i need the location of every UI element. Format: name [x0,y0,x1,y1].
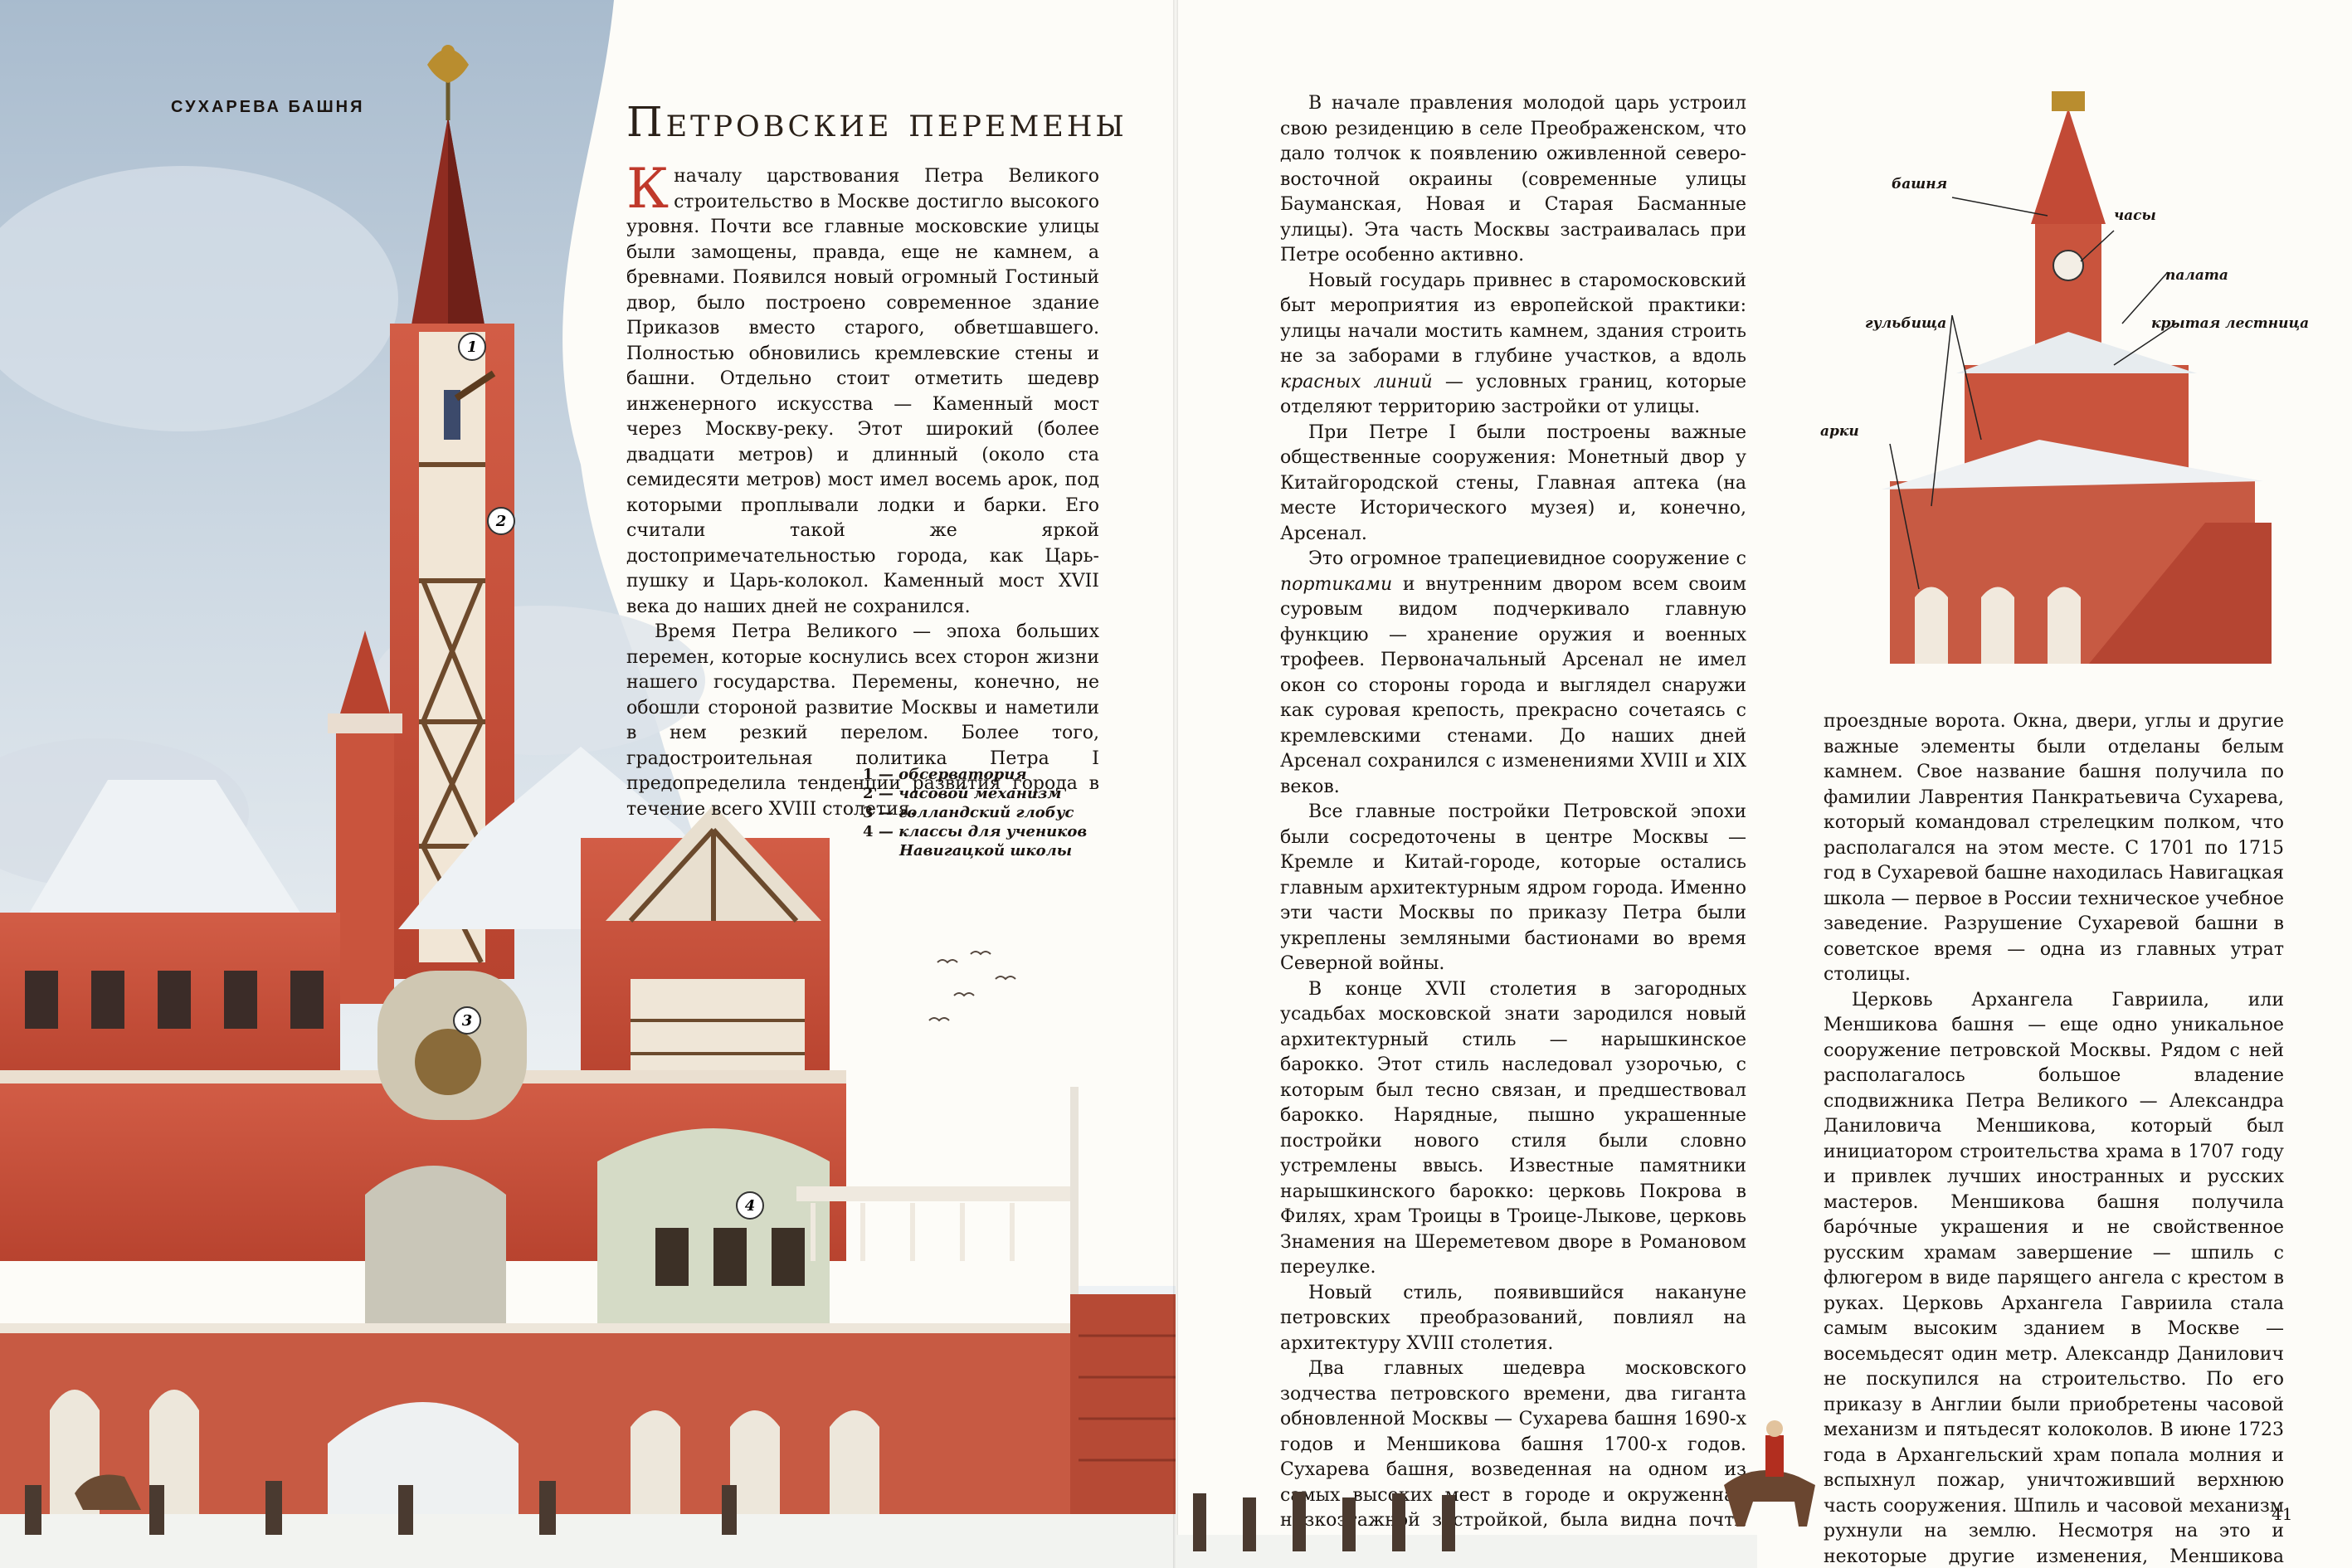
right-page: В начале правления молодой царь устроил … [1176,0,2352,1568]
eagle-icon [2052,91,2085,111]
text-column-b: В начале правления молодой царь устроил … [1280,91,1746,1568]
crowd-right [1176,1492,1757,1568]
callout-chamber: палата [2165,267,2228,284]
sukhareva-tower-illustration: 1 2 3 4 [0,0,1176,1568]
paragraph-text: началу царствования Петра Великого строи… [626,166,1099,617]
birds [928,951,1016,1022]
callout-gallery: гульбища [1865,315,1947,332]
horse-sleigh [75,1474,141,1510]
text-column-a: К началу царствования Петра Великого стр… [626,157,1099,822]
legend-item: 3 — голландский глобус [863,804,1074,821]
legend-item: Навигацкой школы [899,842,1073,859]
paragraph: К началу царствования Петра Великого стр… [626,157,1099,620]
paragraph: В конце XVII столетия в загородных усадь… [1280,978,1746,1278]
page-number: 41 [2272,1504,2293,1524]
marker-4 [736,1191,764,1220]
gallery [796,1186,1070,1201]
paragraph: проездные ворота. Окна, двери, углы и др… [1824,711,2284,985]
callout-arches: арки [1820,423,1859,440]
snow-ground [0,1514,1176,1568]
paragraph: Церковь Архангела Гавриила, или Меншиков… [1824,989,2284,1567]
drop-cap: К [626,157,670,221]
clock-icon [2053,250,2084,281]
running-head: СУХАРЕВА БАШНЯ [171,98,365,116]
marker-1-label: 1 [467,338,478,356]
marker-2-label: 2 [495,513,507,530]
marker-3-label: 3 [462,1012,473,1030]
left-page: 1 2 3 4 СУХАРЕВА БАШНЯ Петровские переме… [0,0,1176,1568]
side-turret [336,730,394,1004]
legend-item: 4 — классы для учеников [863,823,1088,840]
carriage-gate [328,1402,519,1518]
paragraph: Новый стиль, появившийся накануне петров… [1280,1282,1746,1354]
paragraph: Все главные постройки Петровской эпохи б… [1280,801,1746,974]
horse-rider [1724,1420,1815,1527]
dutch-globe [415,1029,481,1095]
paragraph: Новый государь привнес в старомосковский… [1280,270,1746,418]
legend-item: 2 — часовой механизм [863,785,1062,802]
legend-item: 1 — обсерватория [863,766,1027,783]
marker-4-label: 4 [745,1197,756,1215]
marker-2 [487,507,515,535]
callout-covered-stair: крытая лестница [2151,315,2310,332]
double-eagle-icon [427,45,469,83]
legend: 1 — обсерватория 2 — часовой механизм 3 … [863,765,1087,860]
page-gutter [1173,0,1178,1568]
paragraph: При Петре I были построены важные общест… [1280,421,1746,544]
callout-tower: башня [1892,176,1948,192]
marker-1 [458,333,486,361]
page-title: Петровские перемены [626,98,1127,146]
paragraph: Это огромное трапециевидное сооружение с… [1280,548,1746,797]
marker-3 [453,1006,481,1035]
callout-clock: часы [2114,207,2156,224]
paragraph: Время Петра Великого — эпоха больших пер… [626,621,1099,820]
paragraph: В начале правления молодой царь устроил … [1280,93,1746,265]
crowd [25,1481,737,1535]
tower-diagram [1882,91,2272,664]
text-column-c: проездные ворота. Окна, двери, углы и др… [1824,709,2284,1568]
